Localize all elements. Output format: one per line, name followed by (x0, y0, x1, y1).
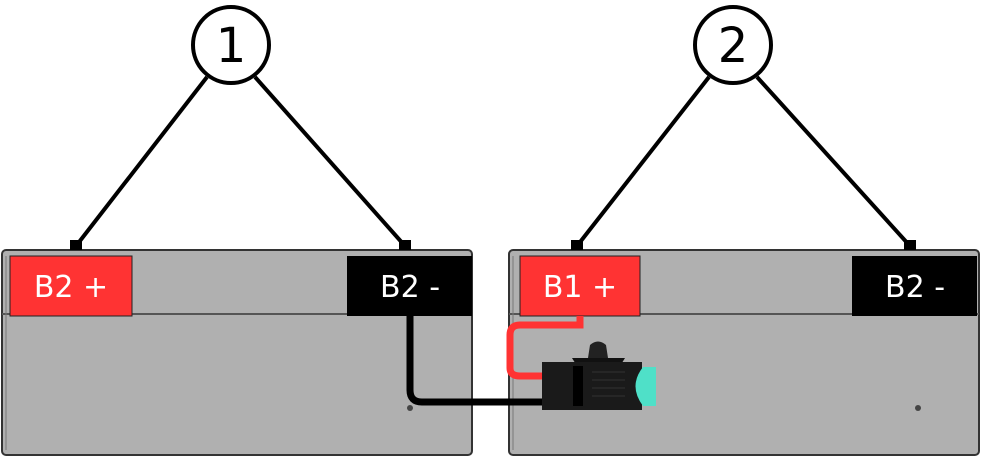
fuse-holder (542, 341, 656, 410)
terminal-b2-positive (9, 255, 133, 317)
terminal-b1-positive (519, 255, 641, 317)
callout-2 (575, 5, 912, 248)
callout-1 (74, 5, 407, 248)
terminal-label: B2 - (885, 270, 945, 305)
terminal-b2-negative (347, 256, 472, 316)
terminal-b2-negative (852, 256, 977, 316)
terminal-label: B1 + (543, 270, 617, 305)
negative-wire (406, 316, 545, 406)
terminal-label: B2 - (380, 270, 440, 305)
battery-1: B2 + B2 - (1, 249, 473, 456)
fuse-icon (635, 367, 656, 406)
callout-number: 2 (718, 18, 749, 74)
terminal-label: B2 + (34, 270, 108, 305)
callout-number: 1 (216, 18, 247, 74)
positive-wire (506, 316, 584, 380)
battery-2: B1 + B2 - (508, 249, 980, 456)
